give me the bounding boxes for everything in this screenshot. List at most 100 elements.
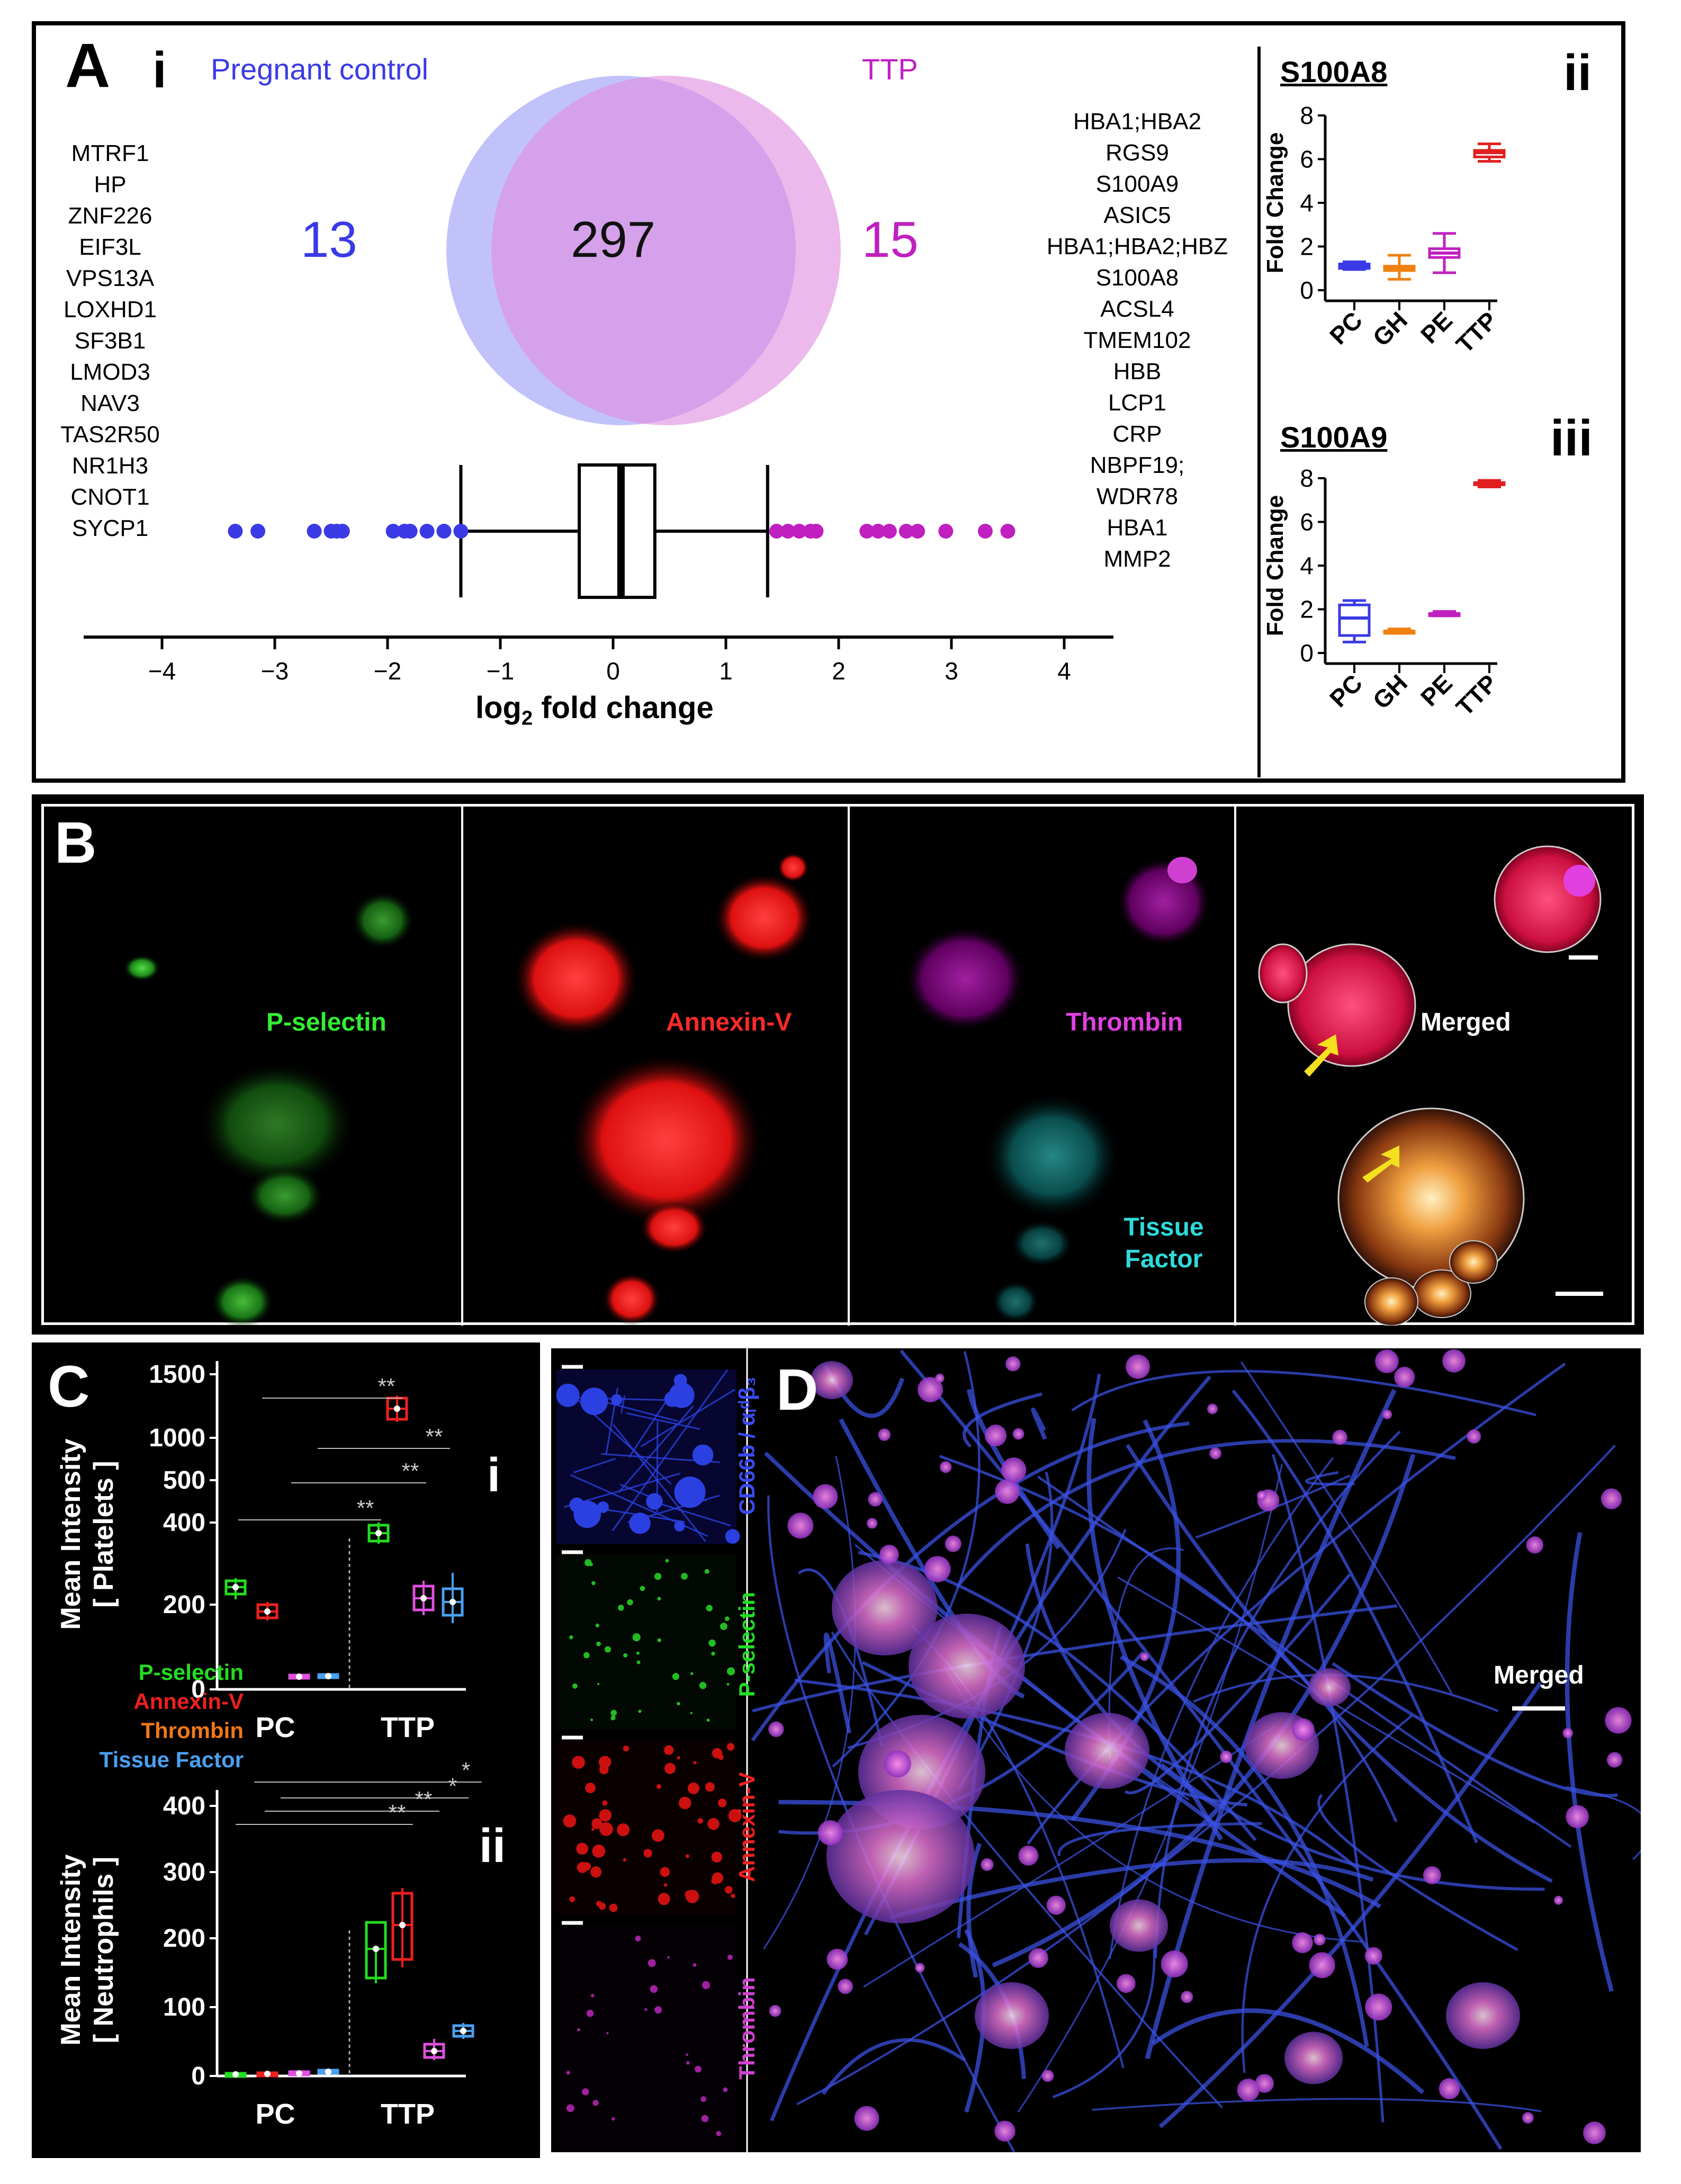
p-selectin-image	[123, 891, 415, 1326]
cell-blob	[573, 1500, 601, 1528]
net-fiber	[822, 2038, 966, 2095]
platelet	[1001, 1457, 1027, 1483]
signal-spot	[589, 1562, 593, 1567]
signal-spot	[591, 1827, 595, 1831]
gene-ttp-item: ACSL4	[1100, 296, 1174, 322]
signal-spot	[672, 1673, 680, 1680]
platelet	[1314, 1934, 1326, 1946]
fold-change-boxplot	[459, 463, 769, 599]
platelet	[1562, 1727, 1574, 1739]
net-fiber	[1119, 1655, 1369, 2047]
data-point-pc	[436, 524, 452, 539]
signal-spot	[664, 1762, 676, 1774]
neutrophil-cells	[768, 1349, 1632, 2144]
gene-pc-item: NAV3	[80, 390, 140, 416]
strip-label-annexin-v: Annexin-V	[734, 1772, 759, 1882]
net-fiber	[640, 1389, 735, 1447]
cell-blob	[629, 1512, 651, 1534]
signal-spot	[636, 1660, 641, 1664]
gene-ttp-item: S100A9	[1095, 171, 1179, 197]
significance-marker: **	[415, 1787, 433, 1812]
y-tick-label: 0	[1300, 276, 1314, 304]
signal-spot	[686, 2053, 688, 2056]
data-point-ttp	[870, 524, 886, 539]
data-point-pc	[453, 524, 469, 539]
data-point-pc	[402, 524, 418, 539]
signal-spot	[635, 1935, 641, 1941]
cell	[975, 1982, 1049, 2049]
signal-spot	[577, 2028, 580, 2031]
signal-spot	[723, 2087, 728, 2092]
signal-spot	[685, 1854, 689, 1858]
data-point	[450, 1599, 456, 1605]
signal-spot	[599, 1822, 613, 1836]
significance-marker: **	[378, 1374, 395, 1399]
y-tick-label: 0	[1300, 639, 1314, 667]
platelet	[1382, 1409, 1392, 1419]
net-fiber	[597, 1399, 678, 1422]
label-merged: Merged	[1421, 1008, 1511, 1036]
gene-ttp-item: TMEM102	[1083, 327, 1191, 353]
data-point-ttp	[977, 524, 993, 539]
signal-spot	[720, 1623, 727, 1631]
data-point	[420, 1595, 427, 1601]
signal-spot	[598, 1902, 606, 1910]
cell-blob	[556, 1383, 580, 1407]
net-fiber	[1108, 1547, 1184, 1759]
platelet	[1209, 1447, 1221, 1460]
signal-spot	[643, 1849, 652, 1858]
platelet	[1605, 1707, 1632, 1734]
net-fiber	[831, 1632, 1223, 2108]
x-tick-label: 1	[719, 657, 733, 685]
data-point	[373, 1946, 379, 1952]
signal-spot	[712, 1748, 723, 1759]
x-tick-label: TTP	[381, 2098, 435, 2130]
legend-pregnant-control: Pregnant control	[211, 52, 428, 86]
signal-spot	[657, 1597, 661, 1601]
platelet	[995, 1479, 1020, 1504]
signal-spot	[711, 1651, 715, 1656]
data-point-pc	[419, 524, 435, 539]
y-tick-label: 400	[163, 1792, 205, 1820]
panel-letter-c: C	[48, 1354, 90, 1419]
platelet	[1028, 1948, 1048, 1968]
signal-spot	[606, 2032, 609, 2035]
y-tick-label: 200	[163, 1591, 205, 1619]
signal-spot	[654, 2006, 662, 2014]
y-tick-label: 4	[1300, 552, 1314, 579]
signal-spot	[724, 1886, 733, 1894]
signal-spot	[576, 1842, 588, 1855]
signal-spot	[711, 1851, 723, 1863]
y-tick-label: 1500	[149, 1360, 205, 1389]
signal-spot	[667, 1956, 670, 1959]
x-tick-label: TTP	[381, 1712, 435, 1743]
gene-pc-item: EIF3L	[79, 234, 141, 260]
net-fiber	[767, 1495, 1015, 2152]
gene-pc-item: CNOT1	[70, 484, 150, 510]
significance-marker: **	[426, 1424, 443, 1449]
data-point	[296, 2070, 302, 2076]
outlier-dots	[228, 524, 1015, 539]
legend-annexin-v: Annexin-V	[133, 1689, 244, 1714]
signal-spot	[598, 1756, 612, 1769]
strip-label-thrombin: Thrombin	[734, 1977, 759, 2080]
platelet	[1423, 1866, 1441, 1884]
y-tick-label: 500	[163, 1466, 205, 1494]
data-point-pc	[228, 524, 243, 539]
net-fiber	[1332, 1662, 1618, 1797]
data-point-ttp	[1000, 524, 1015, 539]
platelet	[884, 1750, 911, 1778]
gene-pc-item: VPS13A	[66, 265, 155, 291]
platelet	[878, 1428, 891, 1441]
gene-ttp-item: ASIC5	[1103, 202, 1171, 228]
platelet	[1116, 1974, 1136, 1993]
cell	[832, 1560, 938, 1655]
data-point	[264, 1608, 271, 1615]
platelet	[1292, 1932, 1313, 1954]
y-tick-label: 8	[1300, 102, 1314, 129]
platelet	[1207, 1403, 1218, 1415]
gene-pc-item: SYCP1	[71, 515, 149, 541]
sub-label-i: i	[152, 42, 167, 99]
